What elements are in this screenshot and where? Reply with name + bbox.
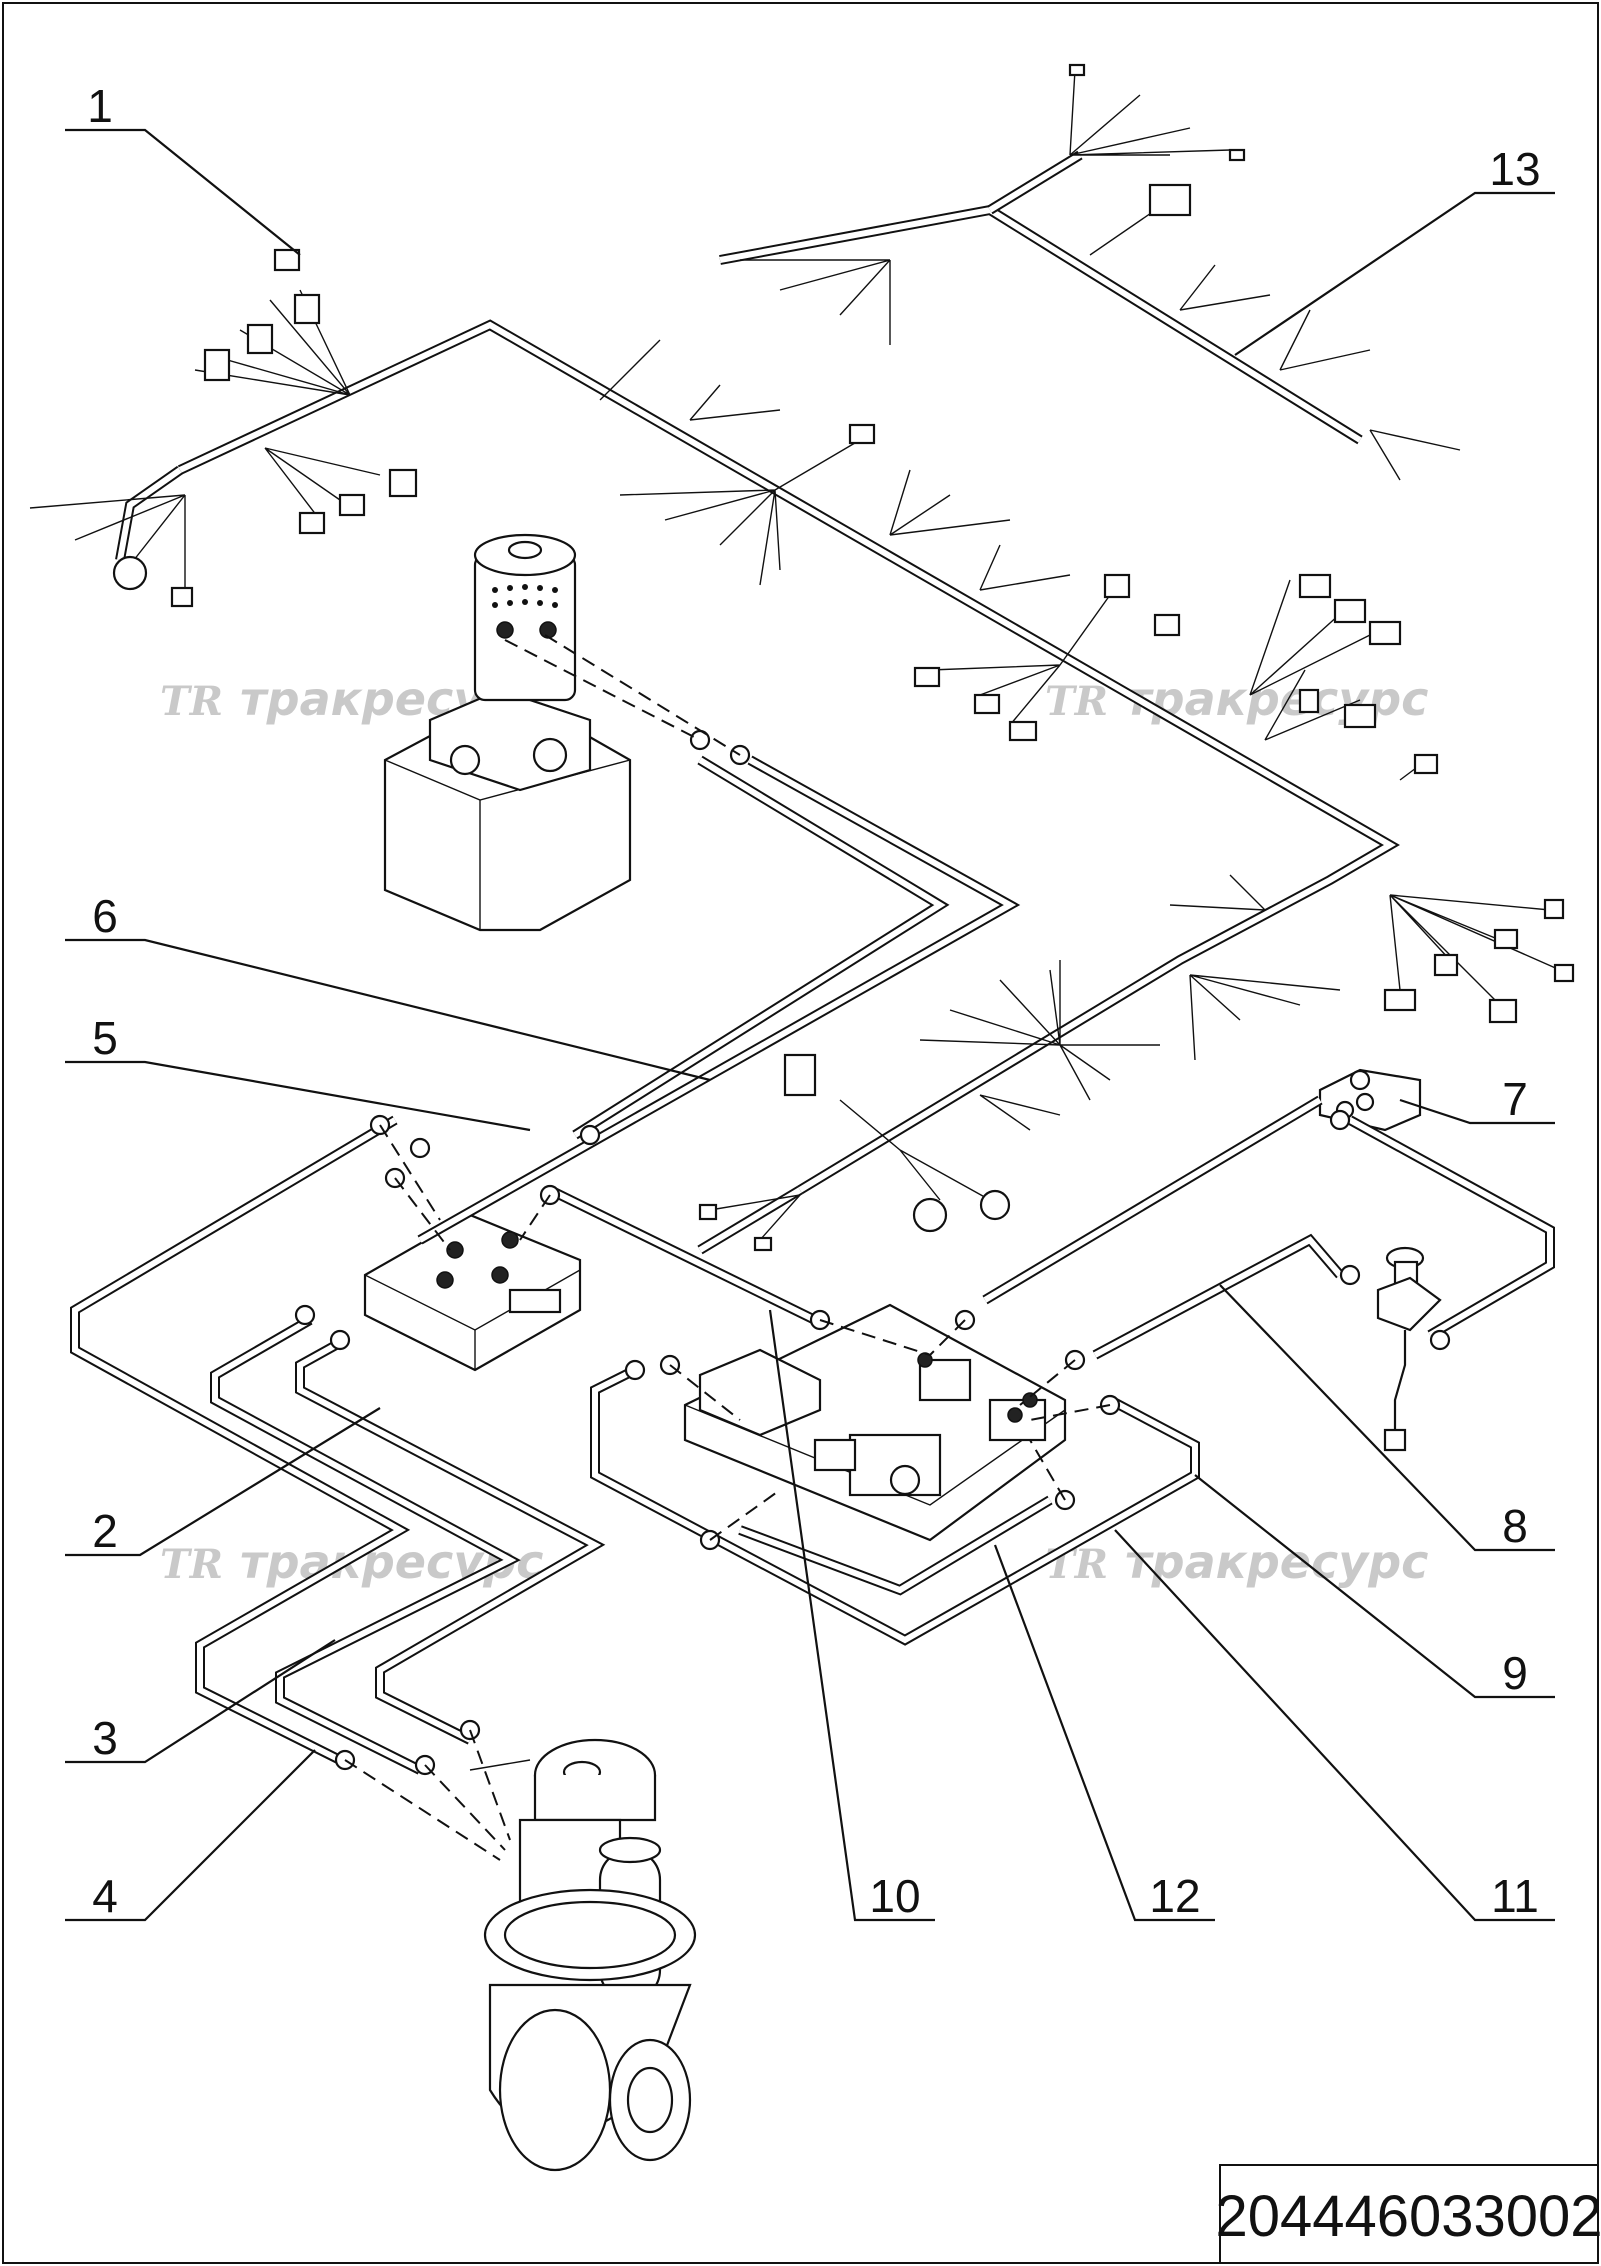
emergency-stop-switch <box>1376 1246 1442 1452</box>
motor-controller <box>363 1213 582 1372</box>
callout-8: 8 <box>1219 1284 1555 1552</box>
callout-label: 11 <box>1491 1870 1539 1922</box>
drawing-number: 204446033002 <box>1215 2184 1601 2249</box>
drive-unit <box>469 1738 697 2172</box>
pump-motor-assembly <box>383 533 632 932</box>
callout-13: 13 <box>1234 143 1555 356</box>
watermark-logo: TR <box>160 1541 223 1588</box>
drawing-number-box: 204446033002 <box>1215 2164 1601 2264</box>
harness-connectors <box>112 63 1575 1252</box>
watermark-logo: TR <box>1045 678 1108 725</box>
callout-6: 6 <box>65 890 711 1082</box>
callout-label: 8 <box>1502 1500 1528 1552</box>
callout-12: 12 <box>993 1544 1215 1922</box>
harness-13 <box>719 69 1461 481</box>
watermark-4: TR тракресурс <box>1045 1535 1428 1589</box>
callout-7: 7 <box>1399 1073 1555 1125</box>
power-cables <box>70 755 1555 1775</box>
watermark-logo: TR <box>160 678 223 725</box>
callout-label: 9 <box>1502 1647 1528 1699</box>
watermark-3: TR тракресурс <box>160 1535 543 1589</box>
callout-11: 11 <box>1114 1529 1555 1922</box>
callout-label: 3 <box>92 1712 118 1764</box>
callout-label: 4 <box>92 1870 118 1922</box>
callout-3: 3 <box>65 1639 336 1764</box>
contactor-panel <box>683 1303 1067 1542</box>
callout-5: 5 <box>65 1012 531 1132</box>
callout-label: 1 <box>87 80 113 132</box>
callout-10: 10 <box>768 1309 935 1922</box>
callout-1: 1 <box>65 80 301 256</box>
watermark-text: тракресурс <box>240 1535 543 1589</box>
callout-label: 6 <box>92 890 118 942</box>
callout-label: 10 <box>869 1870 920 1922</box>
callout-label: 5 <box>92 1012 118 1064</box>
callout-4: 4 <box>65 1749 316 1922</box>
callout-label: 2 <box>92 1505 118 1557</box>
callout-2: 2 <box>65 1407 381 1557</box>
callout-label: 13 <box>1489 143 1540 195</box>
watermark-text: тракресурс <box>1125 1535 1428 1589</box>
callout-label: 7 <box>1502 1073 1528 1125</box>
callout-9: 9 <box>1194 1474 1555 1699</box>
connection-dashes <box>344 634 1111 1861</box>
callout-label: 12 <box>1149 1870 1200 1922</box>
main-harness <box>29 289 1561 1255</box>
